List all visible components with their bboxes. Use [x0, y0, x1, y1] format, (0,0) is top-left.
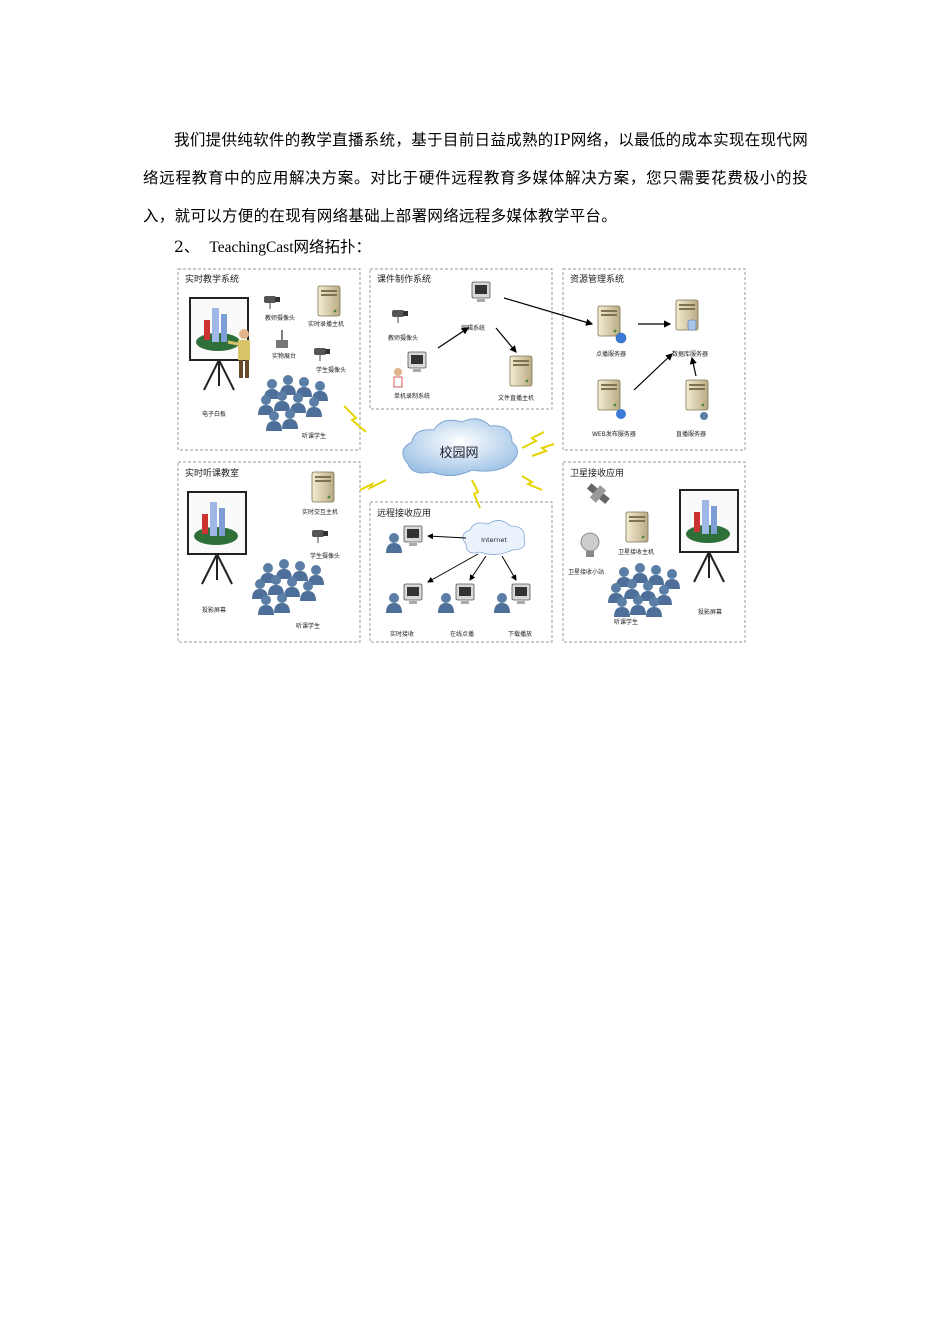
campus-network-cloud-icon — [402, 418, 518, 476]
link-bolt-icon — [343, 405, 367, 433]
diagram-node-label: 听课学生 — [302, 432, 326, 440]
panel-title-realtime-classroom: 实时听课教室 — [185, 467, 239, 479]
teacher-figure — [227, 329, 250, 378]
diagram-node-label: 单机录制系统 — [394, 392, 430, 400]
link-bolt-icon — [471, 479, 481, 509]
panel-satellite — [562, 461, 746, 643]
diagram-node-label: 下载播放 — [508, 630, 532, 638]
diagram-node-label: 投影屏幕 — [698, 608, 722, 616]
section-number: 2、 — [174, 238, 200, 256]
section-brand: TeachingCast — [209, 239, 294, 256]
document-camera-icon — [276, 330, 288, 348]
panel-title-satellite: 卫星接收应用 — [570, 467, 624, 479]
network-topology-diagram: 实时教学系统 课件制作系统 资源管理系统 实时听课教室 远程接收应用 卫星接收应… — [176, 268, 748, 644]
internet-cloud-icon — [462, 520, 526, 555]
diagram-node-label: 实时录播主机 — [308, 320, 344, 328]
svg-text:Internet: Internet — [481, 536, 507, 544]
diagram-node-label: 听课学生 — [296, 622, 320, 630]
panel-title-remote-receive: 远程接收应用 — [377, 507, 431, 519]
diagram-node-label: 文件直播主机 — [498, 394, 534, 402]
diagram-node-label: 听课学生 — [614, 618, 638, 626]
section-title-rest: 网络拓扑： — [293, 238, 372, 256]
panel-realtime-classroom — [177, 461, 361, 643]
section-heading: 2、 TeachingCast网络拓扑： — [174, 233, 371, 262]
link-bolt-icon — [521, 475, 543, 491]
diagram-node-label: 点播服务器 — [596, 350, 626, 358]
students-group-icon — [608, 563, 680, 617]
panel-course-production — [369, 268, 553, 410]
diagram-node-label: 卫星接收小站 — [568, 568, 604, 576]
students-group-icon — [258, 375, 328, 431]
diagram-node-label: 卫星接收主机 — [618, 548, 654, 556]
panel-remote-receive — [369, 501, 553, 643]
diagram-node-label: 直播服务器 — [676, 430, 706, 438]
diagram-node-label: 学生摄像头 — [310, 552, 340, 560]
link-bolt-icon — [531, 443, 555, 457]
diagram-node-label: 实时接收 — [390, 630, 414, 638]
panel-realtime-teaching — [177, 268, 361, 451]
diagram-node-label: 在线点播 — [450, 630, 474, 638]
recording-workstation-icon — [393, 368, 403, 388]
satellite-dish-icon — [580, 532, 600, 557]
diagram-node-label: 数据库服务器 — [672, 350, 708, 358]
diagram-node-label: WEB发布服务器 — [592, 430, 636, 438]
panel-title-course-production: 课件制作系统 — [377, 273, 431, 285]
intro-paragraph: 我们提供纯软件的教学直播系统，基于目前日益成熟的IP网络，以最低的成本实现在现代… — [143, 131, 808, 225]
diagram-node-label: 学生摄像头 — [316, 366, 346, 374]
panel-title-resource-management: 资源管理系统 — [570, 273, 624, 285]
diagram-node-label: 实物展台 — [272, 352, 296, 360]
diagram-node-label: 教师摄像头 — [388, 334, 418, 342]
diagram-node-label: 编辑系统 — [461, 324, 485, 332]
panel-title-realtime-teaching: 实时教学系统 — [185, 273, 239, 285]
panel-resource-management — [562, 268, 746, 451]
link-bolt-icon — [521, 431, 545, 449]
satellite-icon — [586, 483, 610, 505]
diagram-node-label: 实时交互主机 — [302, 508, 338, 516]
diagram-node-label: 教师摄像头 — [265, 314, 295, 322]
students-group-icon — [252, 559, 324, 615]
diagram-node-label: 投影屏幕 — [202, 606, 226, 614]
diagram-node-label: 电子白板 — [202, 410, 226, 418]
campus-network-label: 校园网 — [439, 445, 478, 461]
link-bolt-icon — [359, 479, 387, 491]
